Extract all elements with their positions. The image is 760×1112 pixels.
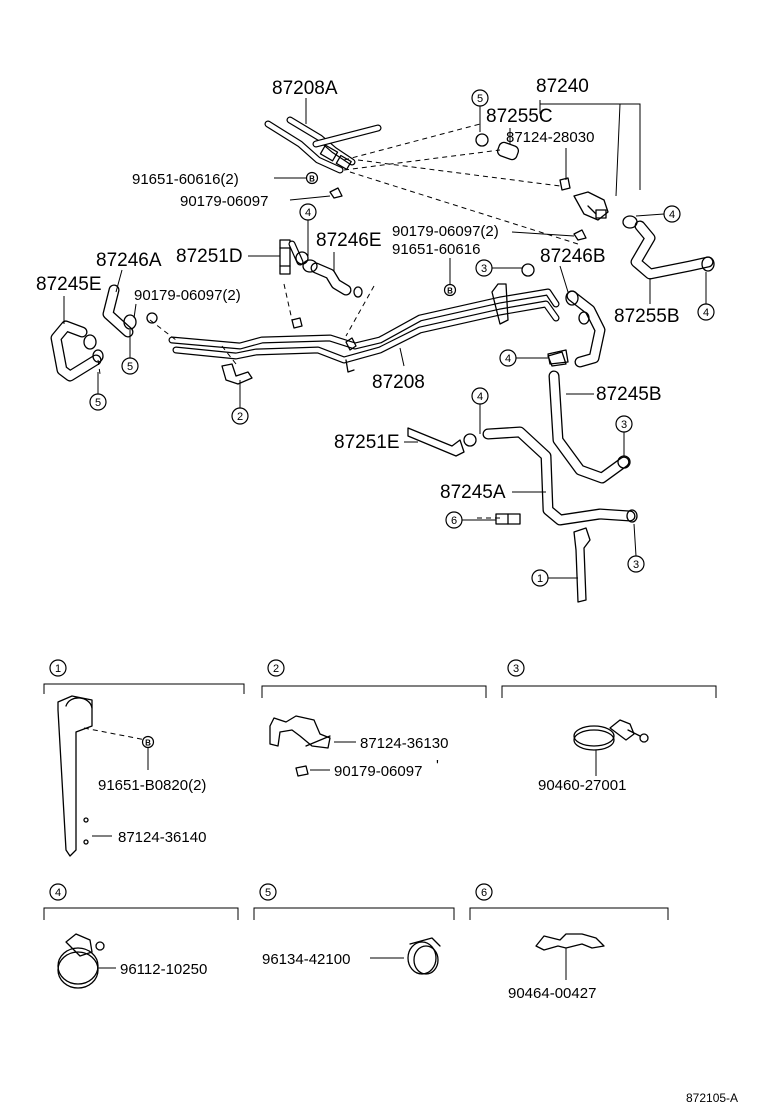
pipe-87208 (168, 283, 560, 373)
svg-text:5: 5 (95, 397, 101, 409)
pipe-assembly-87208A (264, 116, 382, 174)
callout-4-a: 4 (299, 203, 317, 256)
svg-text:3: 3 (621, 419, 627, 431)
label-90179-06097-2-left: 90179-06097(2) (134, 287, 241, 304)
callout-5-top: 5 (471, 89, 489, 132)
svg-text:4: 4 (703, 307, 709, 319)
svg-text:1: 1 (55, 663, 61, 675)
callout-5-b: 5 (89, 372, 107, 411)
label-91651-60616-2: 91651-60616(2) (132, 171, 239, 188)
detail-5: 5 96134-42100 (253, 883, 455, 975)
label-87245A: 87245A (440, 482, 506, 503)
detail-3: 3 90460-27001 (501, 659, 717, 794)
label-87251D: 87251D (176, 246, 243, 267)
callout-4-b: 4 (635, 205, 681, 223)
svg-text:6: 6 (451, 515, 457, 527)
callout-3-c: 3 (627, 523, 645, 573)
bracket-1 (573, 527, 591, 603)
connector-87251D (279, 239, 309, 275)
label-90179-06097-2-right: 90179-06097(2) (392, 223, 499, 240)
callout-3-a: 3 (475, 259, 522, 277)
bolt-symbol (305, 171, 319, 185)
svg-text:5: 5 (265, 887, 271, 899)
label-91651-60616: 91651-60616 (392, 241, 480, 258)
label-87246B: 87246B (540, 246, 606, 267)
label-90179-06097-detail: 90179-06097 (334, 763, 422, 780)
label-87245E: 87245E (36, 274, 102, 295)
label-87240: 87240 (536, 76, 589, 97)
label-90460-27001: 90460-27001 (538, 777, 626, 794)
label-87124-28030: 87124-28030 (506, 129, 594, 146)
svg-text:3: 3 (481, 263, 487, 275)
label-87246A: 87246A (96, 250, 162, 271)
valve-87240 (475, 133, 609, 221)
detail-2: 2 87124-36130 90179-06097 ' (261, 659, 487, 780)
label-96112-10250: 96112-10250 (120, 961, 207, 978)
detail-6: 6 90464-00427 (469, 883, 669, 1002)
label-90464-00427: 90464-00427 (508, 985, 596, 1002)
label-96134-42100: 96134-42100 (262, 951, 350, 968)
label-87124-36140: 87124-36140 (118, 829, 206, 846)
connector-87251E (407, 427, 477, 457)
hose-87245B (547, 351, 631, 484)
label-87255C: 87255C (486, 106, 553, 127)
svg-text:1: 1 (537, 573, 543, 585)
hose-87255B (622, 215, 715, 280)
label-87251E: 87251E (334, 432, 400, 453)
label-87208: 87208 (372, 372, 425, 393)
callout-1-a: 1 (531, 569, 578, 587)
hose-87245A (482, 426, 638, 526)
dashed-leaders (97, 123, 579, 519)
tick-mark: ' (436, 757, 439, 774)
svg-text:4: 4 (55, 887, 61, 899)
bolt-symbol (443, 283, 457, 297)
callout-5-a: 5 (121, 330, 139, 375)
small-bolts (291, 187, 587, 329)
svg-text:3: 3 (633, 559, 639, 571)
callout-4-e: 4 (471, 387, 489, 434)
detail-1: 1 91651-B0820(2) 87124-36140 (43, 659, 245, 857)
label-87124-36130: 87124-36130 (360, 735, 448, 752)
connector-6 (495, 513, 521, 525)
callout-4-d: 4 (499, 349, 548, 367)
svg-text:4: 4 (669, 209, 675, 221)
callout-3-b: 3 (615, 415, 633, 456)
hose-87246E (302, 259, 363, 298)
callout-4-c: 4 (697, 272, 715, 321)
svg-text:4: 4 (505, 353, 511, 365)
label-87208A: 87208A (272, 78, 338, 99)
svg-text:2: 2 (237, 411, 243, 423)
detail-panels: 1 91651-B0820(2) 87124-36140 2 87124-361… (43, 659, 738, 1105)
label-91651-B0820-2: 91651-B0820(2) (98, 777, 206, 794)
label-90179-06097: 90179-06097 (180, 193, 268, 210)
clip-4-mid (547, 349, 569, 365)
detail-4: 4 96112-10250 (43, 883, 239, 989)
svg-text:6: 6 (481, 887, 487, 899)
svg-text:2: 2 (273, 663, 279, 675)
footer-code: 872105-A (686, 1091, 738, 1105)
label-87246E: 87246E (316, 230, 382, 251)
svg-text:5: 5 (477, 93, 483, 105)
label-87255B: 87255B (614, 306, 680, 327)
hose-87245E (50, 320, 104, 382)
hose-87246B (521, 263, 606, 368)
bracket-2 (221, 363, 253, 385)
callout-2-a: 2 (231, 380, 249, 425)
main-assembly: 87208A 87240 87255C 87124-28030 91651-60… (36, 76, 715, 603)
svg-text:5: 5 (127, 361, 133, 373)
svg-text:4: 4 (477, 391, 483, 403)
callout-6-a: 6 (445, 511, 496, 529)
label-87245B: 87245B (596, 384, 662, 405)
svg-text:4: 4 (305, 207, 311, 219)
hose-87246A (102, 284, 158, 338)
svg-text:3: 3 (513, 663, 519, 675)
